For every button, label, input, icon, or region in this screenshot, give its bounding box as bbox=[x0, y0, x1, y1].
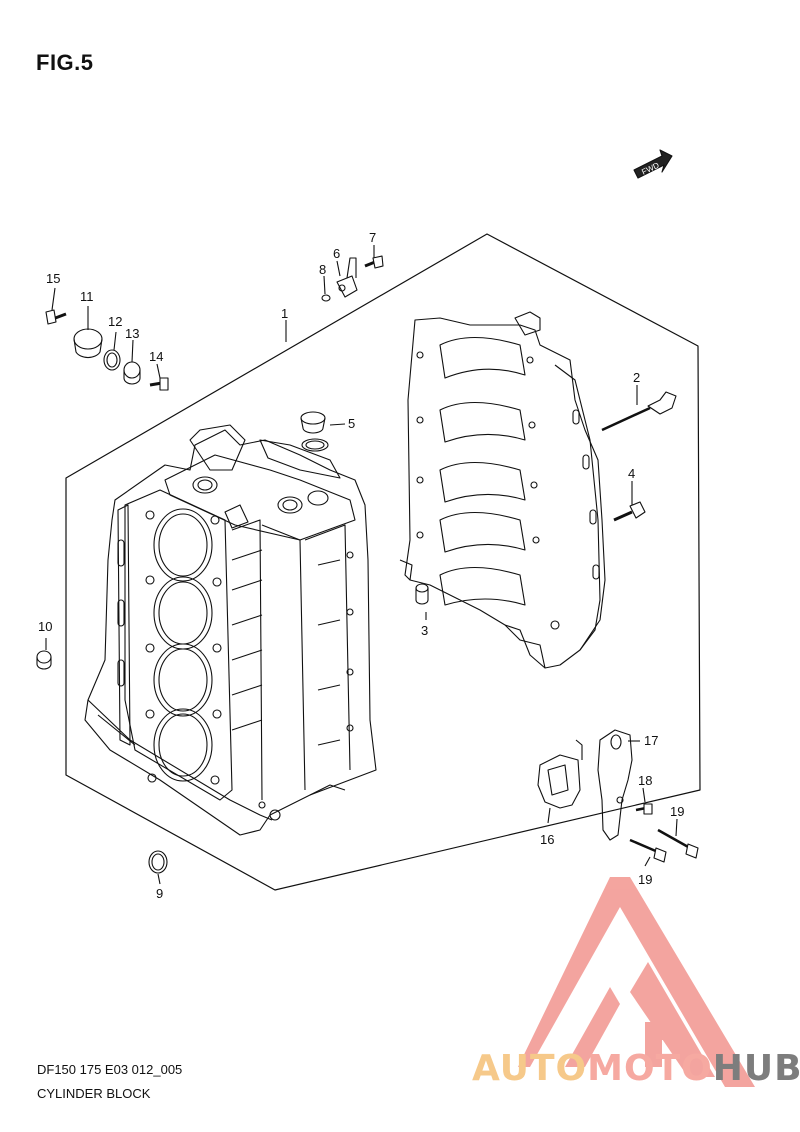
callout-10: 10 bbox=[38, 619, 52, 634]
figure-title: FIG.5 bbox=[36, 50, 94, 75]
callout-11: 11 bbox=[80, 289, 94, 304]
fwd-arrow-icon: FWD bbox=[633, 149, 673, 179]
bolt-19-a bbox=[657, 828, 699, 859]
svg-text:FWD: FWD bbox=[640, 161, 661, 177]
callout-19-second: 19 bbox=[638, 872, 652, 887]
breather-cap-assembly bbox=[45, 309, 169, 391]
callout-6: 6 bbox=[333, 246, 340, 261]
callout-3: 3 bbox=[421, 623, 428, 638]
callout-7: 7 bbox=[369, 230, 376, 245]
callout-14: 14 bbox=[149, 349, 163, 364]
crankcase-bolt-short bbox=[613, 501, 646, 522]
wordmark-moto: MOTO bbox=[587, 1048, 713, 1089]
automotohub-wordmark: AUTOMOTOHUB bbox=[472, 1048, 800, 1089]
cylinder-block bbox=[84, 424, 377, 836]
dowel-pin bbox=[415, 583, 429, 605]
crankcase bbox=[399, 311, 606, 669]
callout-12: 12 bbox=[108, 314, 122, 329]
callout-8: 8 bbox=[319, 262, 326, 277]
seal-small bbox=[36, 650, 52, 670]
oring-large bbox=[148, 850, 168, 874]
callout-13: 13 bbox=[125, 326, 139, 341]
callout-15: 15 bbox=[46, 271, 60, 286]
bolt-18 bbox=[635, 803, 653, 815]
callout-2: 2 bbox=[633, 370, 640, 385]
callout-19: 19 bbox=[670, 804, 684, 819]
callout-5: 5 bbox=[348, 416, 355, 431]
callout-17: 17 bbox=[644, 733, 658, 748]
document-code: DF150 175 E03 012_005 bbox=[37, 1062, 183, 1077]
callout-9: 9 bbox=[156, 886, 163, 901]
bolt-19-b bbox=[629, 838, 667, 863]
callout-16: 16 bbox=[540, 832, 554, 847]
automotohub-logo bbox=[518, 877, 755, 1087]
plug-with-oring bbox=[300, 411, 329, 452]
crankcase-bolt-long bbox=[601, 391, 677, 432]
fitting-assembly bbox=[321, 255, 384, 302]
wordmark-hub: HUB bbox=[712, 1048, 800, 1089]
bracket-16 bbox=[537, 739, 583, 809]
callout-1: 1 bbox=[281, 306, 288, 321]
assembly-frame bbox=[65, 233, 701, 891]
document-name: CYLINDER BLOCK bbox=[37, 1086, 151, 1101]
bracket-17 bbox=[597, 729, 633, 841]
callout-4: 4 bbox=[628, 466, 635, 481]
wordmark-auto: AUTO bbox=[472, 1048, 588, 1089]
callout-18: 18 bbox=[638, 773, 652, 788]
